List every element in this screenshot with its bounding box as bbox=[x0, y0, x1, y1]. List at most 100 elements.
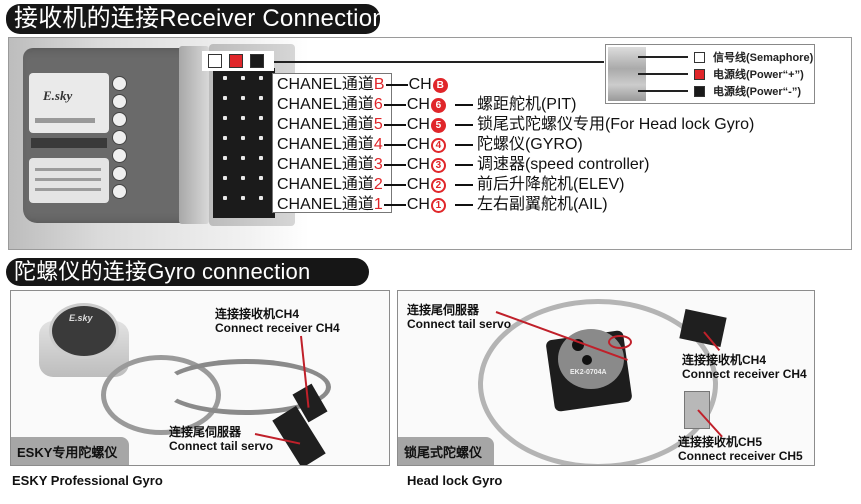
receiver-pin bbox=[259, 136, 263, 140]
receiver-pin-header bbox=[213, 68, 275, 218]
wire-legend-label: 信号线(Semaphore) bbox=[713, 52, 814, 64]
receiver-pin bbox=[223, 176, 227, 180]
connector-dash bbox=[385, 84, 408, 86]
receiver-pin bbox=[223, 96, 227, 100]
signal-wire-swatch bbox=[208, 54, 222, 68]
channel-ch-label: CH bbox=[406, 136, 430, 153]
receiver-pin bbox=[259, 76, 263, 80]
gyro-device-image: E.sky bbox=[39, 303, 129, 383]
connector-dash bbox=[383, 144, 406, 146]
connector-dash bbox=[383, 104, 406, 106]
receiver-pin bbox=[241, 196, 245, 200]
channel-function: 陀螺仪(GYRO) bbox=[476, 136, 583, 153]
connector-dash bbox=[383, 124, 406, 126]
channel-function: 前后升降舵机(ELEV) bbox=[476, 176, 625, 193]
pointer-loop bbox=[608, 335, 632, 349]
connector-dash bbox=[454, 204, 473, 206]
channel-ch-label: CH bbox=[406, 196, 430, 213]
channel-ch-label: CH bbox=[406, 96, 430, 113]
channel-number: 3 bbox=[373, 156, 383, 173]
channel-circle-badge: 4 bbox=[430, 137, 446, 153]
channel-function: 调速器(speed controller) bbox=[476, 156, 650, 173]
connector-dash bbox=[454, 124, 473, 126]
legend-connector-line bbox=[274, 61, 604, 63]
gyro-caption: ESKY Professional Gyro bbox=[12, 473, 163, 488]
receiver-ch5-plug bbox=[684, 391, 710, 429]
gyro-type-tag: 锁尾式陀螺仪 bbox=[398, 437, 495, 465]
receiver-pin bbox=[241, 136, 245, 140]
connector-dash bbox=[454, 104, 473, 106]
receiver-pin bbox=[241, 96, 245, 100]
receiver-pin bbox=[223, 136, 227, 140]
gyro-device-logo: E.sky bbox=[69, 313, 93, 323]
receiver-channel-indicators bbox=[112, 76, 128, 202]
channel-number: 5 bbox=[373, 116, 383, 133]
receiver-pin bbox=[223, 76, 227, 80]
gyro-caption: Head lock Gyro bbox=[407, 473, 503, 488]
channel-circle-badge: B bbox=[432, 77, 448, 93]
power-positive-swatch bbox=[229, 54, 243, 68]
power-negative-swatch bbox=[250, 54, 264, 68]
channel-number: 1 bbox=[373, 196, 383, 213]
gyro-type-tag: ESKY专用陀螺仪 bbox=[11, 437, 130, 465]
receiver-logo: E.sky bbox=[43, 88, 73, 103]
channel-circle-badge: 2 bbox=[430, 177, 446, 193]
gyro-connection-title: 陀螺仪的连接Gyro connection bbox=[6, 258, 369, 286]
channel-label-box bbox=[272, 73, 392, 213]
wire-legend-label: 电源线(Power“-”) bbox=[713, 86, 801, 98]
receiver-pin bbox=[241, 176, 245, 180]
annotation-receiver-ch5: 连接接收机CH5 Connect receiver CH5 bbox=[678, 435, 803, 463]
receiver-pin bbox=[241, 76, 245, 80]
channel-function: 螺距舵机(PIT) bbox=[476, 96, 577, 113]
annotation-tail-servo: 连接尾伺服器 Connect tail servo bbox=[169, 425, 274, 453]
receiver-connection-title: 接收机的连接Receiver Connection bbox=[6, 4, 386, 34]
receiver-model-text bbox=[35, 118, 95, 123]
channel-circle-badge: 3 bbox=[430, 157, 446, 173]
channel-prefix: CHANEL通道 bbox=[277, 136, 374, 153]
receiver-pin bbox=[223, 196, 227, 200]
receiver-pin bbox=[259, 196, 263, 200]
receiver-pin bbox=[259, 156, 263, 160]
signal-wire-swatch bbox=[694, 51, 705, 63]
receiver-info-label bbox=[29, 158, 109, 203]
channel-ch-label: CH bbox=[406, 156, 430, 173]
channel-prefix: CHANEL通道 bbox=[277, 76, 374, 93]
channel-prefix: CHANEL通道 bbox=[277, 196, 374, 213]
receiver-diagram: E.sky 信号线(Semaphore) 电源线(Power“+”) bbox=[8, 37, 852, 250]
receiver-label bbox=[29, 73, 109, 133]
channel-number: 2 bbox=[373, 176, 383, 193]
pin-color-key bbox=[202, 51, 274, 71]
connector-dash bbox=[383, 164, 406, 166]
receiver-pin bbox=[241, 156, 245, 160]
receiver-photo: E.sky bbox=[9, 38, 309, 249]
channel-ch-label: CH bbox=[406, 116, 430, 133]
receiver-pin bbox=[241, 116, 245, 120]
connector-dash bbox=[454, 144, 473, 146]
gyro-device-model: EK2-0704A bbox=[570, 369, 607, 376]
channel-prefix: CHANEL通道 bbox=[277, 116, 374, 133]
annotation-receiver-ch4: 连接接收机CH4 Connect receiver CH4 bbox=[682, 353, 807, 381]
connector-dash bbox=[383, 204, 406, 206]
wire-legend: 信号线(Semaphore) 电源线(Power“+”) 电源线(Power“-… bbox=[605, 44, 815, 104]
receiver-pin bbox=[223, 116, 227, 120]
esky-gyro-panel: E.sky 连接接收机CH4 Connect receiver CH4 连接尾伺… bbox=[10, 290, 390, 466]
annotation-tail-servo: 连接尾伺服器 Connect tail servo bbox=[407, 303, 512, 331]
channel-prefix: CHANEL通道 bbox=[277, 156, 374, 173]
connector-dash bbox=[454, 184, 473, 186]
channel-number: 4 bbox=[373, 136, 383, 153]
receiver-pin bbox=[223, 156, 227, 160]
channel-circle-badge: 1 bbox=[430, 197, 446, 213]
connector-dash bbox=[383, 184, 406, 186]
receiver-pin bbox=[259, 96, 263, 100]
annotation-receiver-ch4: 连接接收机CH4 Connect receiver CH4 bbox=[215, 307, 340, 335]
wire-legend-label: 电源线(Power“+”) bbox=[713, 69, 804, 81]
headlock-gyro-panel: EK2-0704A 连接尾伺服器 Connect tail servo 连接接收… bbox=[397, 290, 815, 466]
channel-circle-badge: 6 bbox=[430, 97, 446, 113]
